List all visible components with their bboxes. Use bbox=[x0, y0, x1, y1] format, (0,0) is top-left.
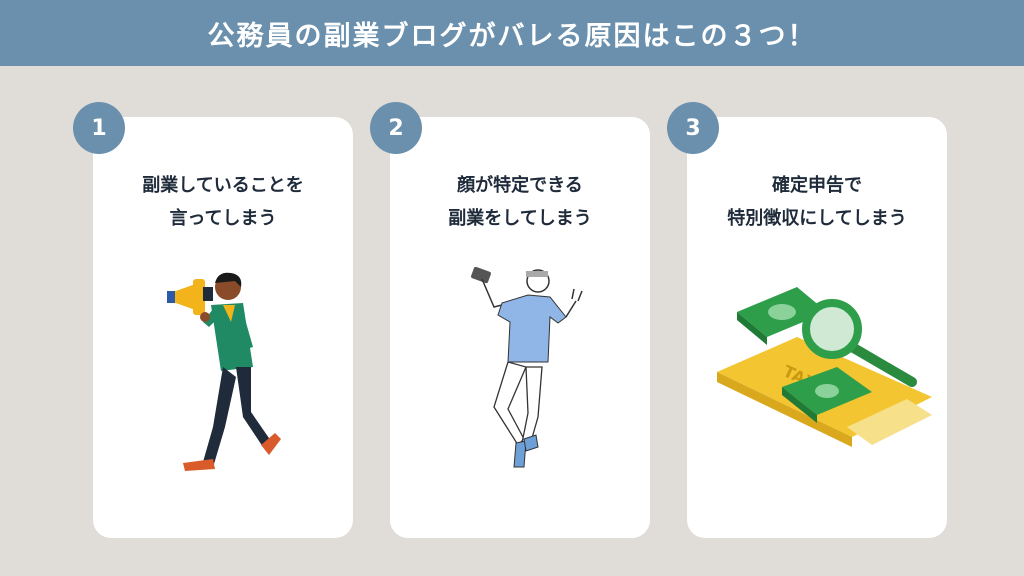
reason-card-2: 顔が特定できる 副業をしてしまう bbox=[390, 117, 650, 538]
reason-1-line1: 副業していることを bbox=[142, 175, 304, 196]
page-title: 公務員の副業ブログがバレる原因はこの３つ！ bbox=[207, 20, 817, 52]
reason-1-line2: 言ってしまう bbox=[169, 208, 277, 229]
tax-document-icon: TAX bbox=[717, 287, 932, 447]
step-badge-1: 1 bbox=[73, 102, 125, 154]
reason-2-line2: 副業をしてしまう bbox=[448, 208, 592, 229]
reason-3-line1: 確定申告で bbox=[772, 175, 862, 196]
reason-text-3: 確定申告で 特別徴収にしてしまう bbox=[687, 169, 947, 235]
step-badge-2: 2 bbox=[370, 102, 422, 154]
reason-text-2: 顔が特定できる 副業をしてしまう bbox=[390, 169, 650, 235]
reason-card-3: 確定申告で 特別徴収にしてしまう TAX bbox=[687, 117, 947, 538]
selfie-person-icon bbox=[471, 267, 583, 468]
header-banner: 公務員の副業ブログがバレる原因はこの３つ！ bbox=[0, 0, 1024, 66]
megaphone-person-icon bbox=[167, 272, 281, 471]
reason-2-line1: 顔が特定できる bbox=[457, 175, 583, 196]
reason-3-line2: 特別徴収にしてしまう bbox=[727, 208, 907, 229]
step-badge-3: 3 bbox=[667, 102, 719, 154]
reason-text-1: 副業していることを 言ってしまう bbox=[93, 169, 353, 235]
reason-card-1: 副業していることを 言ってしまう bbox=[93, 117, 353, 538]
